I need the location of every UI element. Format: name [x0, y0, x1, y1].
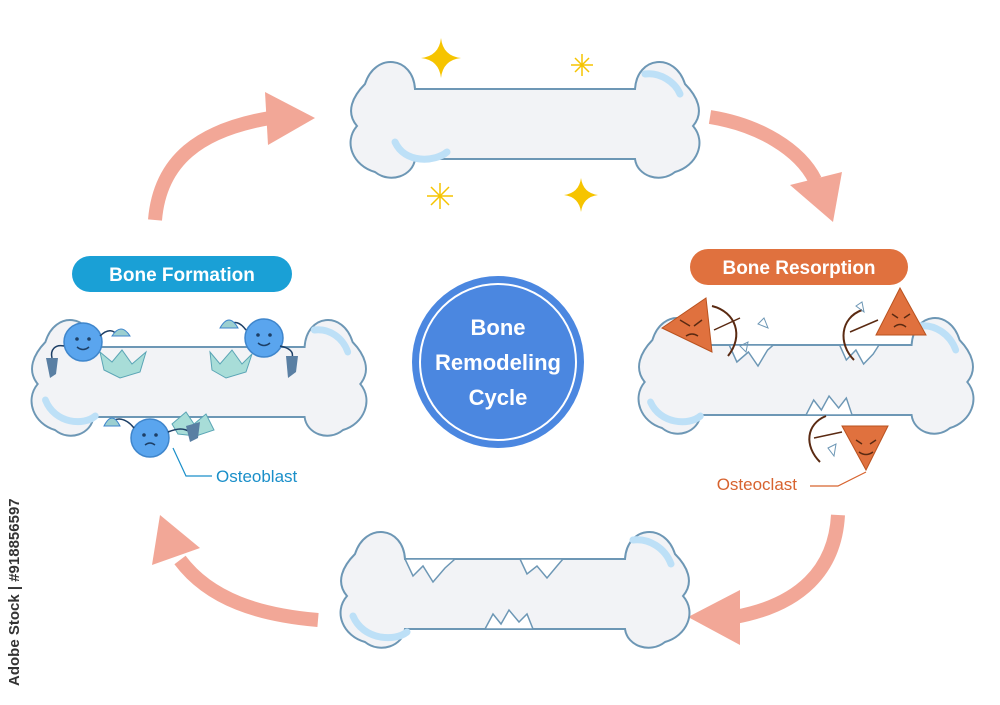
osteoclast-cell-icon [808, 415, 889, 472]
osteoblast-group: Osteoblast [46, 318, 298, 486]
sparkle-icon [571, 54, 593, 76]
healthy-bone [349, 61, 701, 179]
osteoclast-cell-icon [842, 286, 927, 361]
center-title-line1: Bone [471, 315, 526, 340]
stock-watermark: Adobe Stock | #918856597 [4, 466, 26, 686]
sparkle-icon [564, 178, 598, 212]
center-title-line3: Cycle [469, 385, 528, 410]
cycle-arrows [148, 92, 845, 645]
osteoblast-cell-icon [244, 318, 284, 358]
sparkle-icon [427, 183, 453, 209]
osteoblast-cell-icon [63, 322, 103, 362]
stock-watermark-text: Adobe Stock | #918856597 [6, 498, 23, 686]
cycle-arrow-icon [152, 515, 200, 565]
cycle-arrow-icon [174, 555, 319, 627]
osteoblast-label: Osteoblast [216, 467, 298, 486]
sparkles [421, 38, 598, 212]
cycle-arrow-icon [733, 514, 845, 624]
cycle-arrow-icon [148, 111, 272, 221]
formation-bone [30, 319, 368, 437]
center-cycle-badge: Bone Remodeling Cycle [412, 276, 584, 448]
cycle-arrow-icon [688, 590, 740, 645]
osteoclast-group: Osteoclast [661, 286, 927, 494]
resorption-bone [637, 317, 975, 435]
cycle-arrow-icon [790, 172, 842, 222]
formation-label-text: Bone Formation [109, 265, 255, 286]
osteoblast-cell-icon [130, 418, 170, 458]
cycle-arrow-icon [708, 110, 822, 184]
osteoclast-cell-icon [661, 297, 741, 357]
cycle-arrow-icon [265, 92, 315, 145]
sparkle-icon [421, 38, 461, 78]
resorption-label: Bone Resorption [690, 249, 908, 285]
center-title-line2: Remodeling [435, 350, 561, 375]
resorption-label-text: Bone Resorption [722, 258, 875, 279]
osteoclast-label: Osteoclast [717, 475, 798, 494]
resorbed-bone [339, 531, 691, 649]
formation-label: Bone Formation [72, 256, 292, 292]
